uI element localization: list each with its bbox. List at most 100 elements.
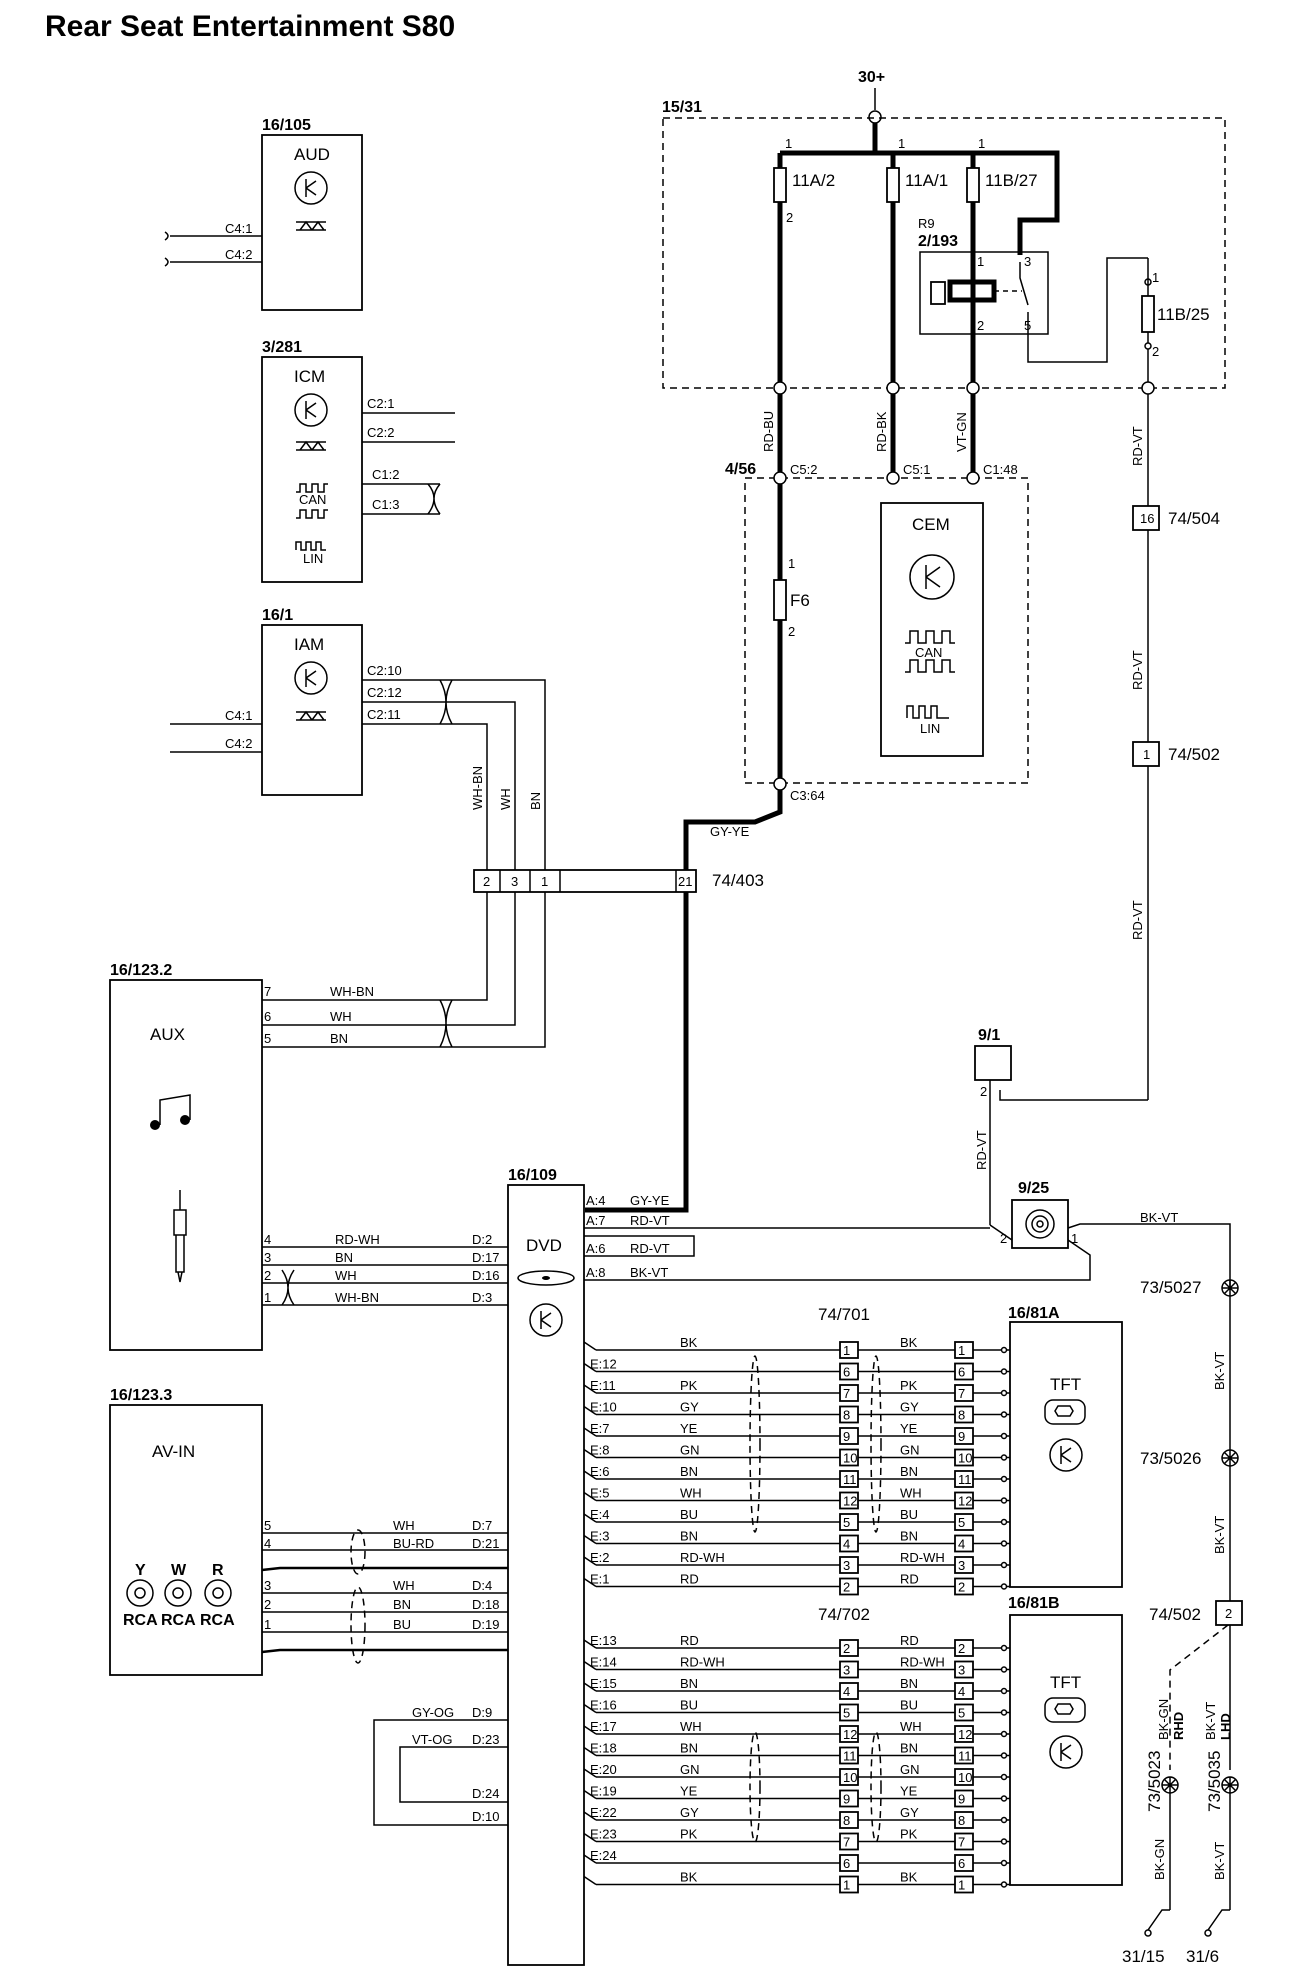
svg-text:D:4: D:4 (472, 1578, 492, 1593)
fuse-11b-25 (1141, 295, 1155, 333)
wire-color: BU (680, 1698, 698, 1713)
svg-text:RHD: RHD (1171, 1712, 1186, 1740)
control-unit-icon (294, 171, 328, 205)
control-unit-icon (909, 554, 955, 600)
wire-color: BN (680, 1529, 698, 1544)
svg-text:BK-VT: BK-VT (630, 1265, 668, 1280)
svg-text:73/5023: 73/5023 (1145, 1751, 1164, 1812)
connector-pin-number: 9 (843, 1792, 850, 1807)
svg-text:TFT: TFT (1050, 1673, 1081, 1692)
svg-text:RD-BU: RD-BU (761, 411, 776, 452)
jack-plug-icon (173, 1190, 187, 1283)
fuse-11a-1 (886, 167, 900, 203)
svg-text:C1:2: C1:2 (372, 467, 399, 482)
tft-pin-number: 1 (958, 1878, 965, 1893)
connector-pin-number: 6 (843, 1365, 850, 1380)
dvd-module (507, 1184, 585, 1966)
tft-pin-number: 10 (958, 1451, 972, 1466)
wire-color: GN (900, 1443, 920, 1458)
wire-color: PK (900, 1378, 918, 1393)
svg-text:WH-BN: WH-BN (335, 1290, 379, 1305)
svg-text:3/281: 3/281 (262, 339, 302, 356)
svg-text:74/504: 74/504 (1168, 509, 1220, 528)
connector-pin-number: 5 (843, 1515, 850, 1530)
svg-text:D:10: D:10 (472, 1809, 499, 1824)
control-unit-icon (1049, 1438, 1083, 1472)
fuse-11a-2 (773, 167, 787, 203)
svg-text:3: 3 (511, 874, 518, 889)
svg-text:73/5035: 73/5035 (1205, 1751, 1224, 1812)
svg-text:3: 3 (264, 1250, 271, 1265)
wire-color: GN (680, 1762, 700, 1777)
svg-text:RD-VT: RD-VT (1130, 650, 1145, 690)
iam-module (261, 624, 363, 796)
wire-color: PK (900, 1827, 918, 1842)
svg-text:BN: BN (393, 1597, 411, 1612)
dvd-pin: E:16 (590, 1698, 617, 1713)
wire-color: BK (900, 1870, 918, 1885)
dvd-pin: E:19 (590, 1784, 617, 1799)
connector-pin-number: 4 (843, 1684, 850, 1699)
dvd-pin: E:22 (590, 1805, 617, 1820)
dvd-pin: E:5 (590, 1486, 610, 1501)
svg-text:WH: WH (393, 1578, 415, 1593)
audio-icon (296, 220, 326, 231)
connector-pin-number: 6 (843, 1856, 850, 1871)
wire-color: BN (680, 1741, 698, 1756)
dvd-pin: E:20 (590, 1762, 617, 1777)
svg-text:BU: BU (393, 1617, 411, 1632)
svg-text:2: 2 (786, 210, 793, 225)
fusebox-ref: 15/31 (662, 99, 702, 116)
svg-text:AV-IN: AV-IN (152, 1442, 195, 1461)
connector-pin-number: 5 (843, 1706, 850, 1721)
tft-pin-number: 12 (958, 1494, 972, 1509)
svg-text:A:7: A:7 (586, 1213, 606, 1228)
can-icon (296, 483, 328, 493)
svg-text:LHD: LHD (1218, 1713, 1233, 1740)
tft-pin-number: 11 (958, 1749, 972, 1764)
wire-color: RD (680, 1572, 699, 1587)
svg-text:16/81B: 16/81B (1008, 1595, 1060, 1612)
connector-pin-number: 11 (843, 1749, 857, 1764)
svg-text:GY-YE: GY-YE (630, 1193, 670, 1208)
control-unit-icon (529, 1303, 563, 1337)
wire-color: YE (900, 1421, 918, 1436)
wire-color: GY (680, 1400, 699, 1415)
aux-module (109, 979, 263, 1351)
connector-9-1 (974, 1045, 1012, 1081)
rca-jack-y (126, 1579, 154, 1607)
fuse-11b-27 (966, 167, 980, 203)
svg-text:C4:2: C4:2 (225, 736, 252, 751)
svg-text:31/15: 31/15 (1122, 1947, 1165, 1966)
wire-color: GN (900, 1762, 920, 1777)
svg-text:VT-GN: VT-GN (954, 412, 969, 452)
fuse-f6 (773, 579, 787, 621)
svg-text:C1:48: C1:48 (983, 462, 1018, 477)
svg-text:6: 6 (264, 1009, 271, 1024)
svg-text:RCA: RCA (123, 1612, 158, 1629)
svg-text:BN: BN (335, 1250, 353, 1265)
tft-pin-number: 3 (958, 1558, 965, 1573)
svg-text:RCA: RCA (200, 1612, 235, 1629)
connector-pin-number: 1 (843, 1878, 850, 1893)
wire-color: RD-WH (900, 1550, 945, 1565)
svg-text:AUX: AUX (150, 1025, 185, 1044)
svg-text:RD-WH: RD-WH (335, 1232, 380, 1247)
wire-color: RD-WH (680, 1655, 725, 1670)
svg-text:11B/25: 11B/25 (1157, 305, 1210, 324)
svg-text:C2:1: C2:1 (367, 396, 394, 411)
svg-text:C2:12: C2:12 (367, 685, 402, 700)
svg-text:WH: WH (498, 788, 513, 810)
wire-color: BN (900, 1464, 918, 1479)
connector-pin-number: 3 (843, 1558, 850, 1573)
connector-pin-number: 10 (843, 1451, 857, 1466)
svg-text:GY-YE: GY-YE (710, 824, 750, 839)
